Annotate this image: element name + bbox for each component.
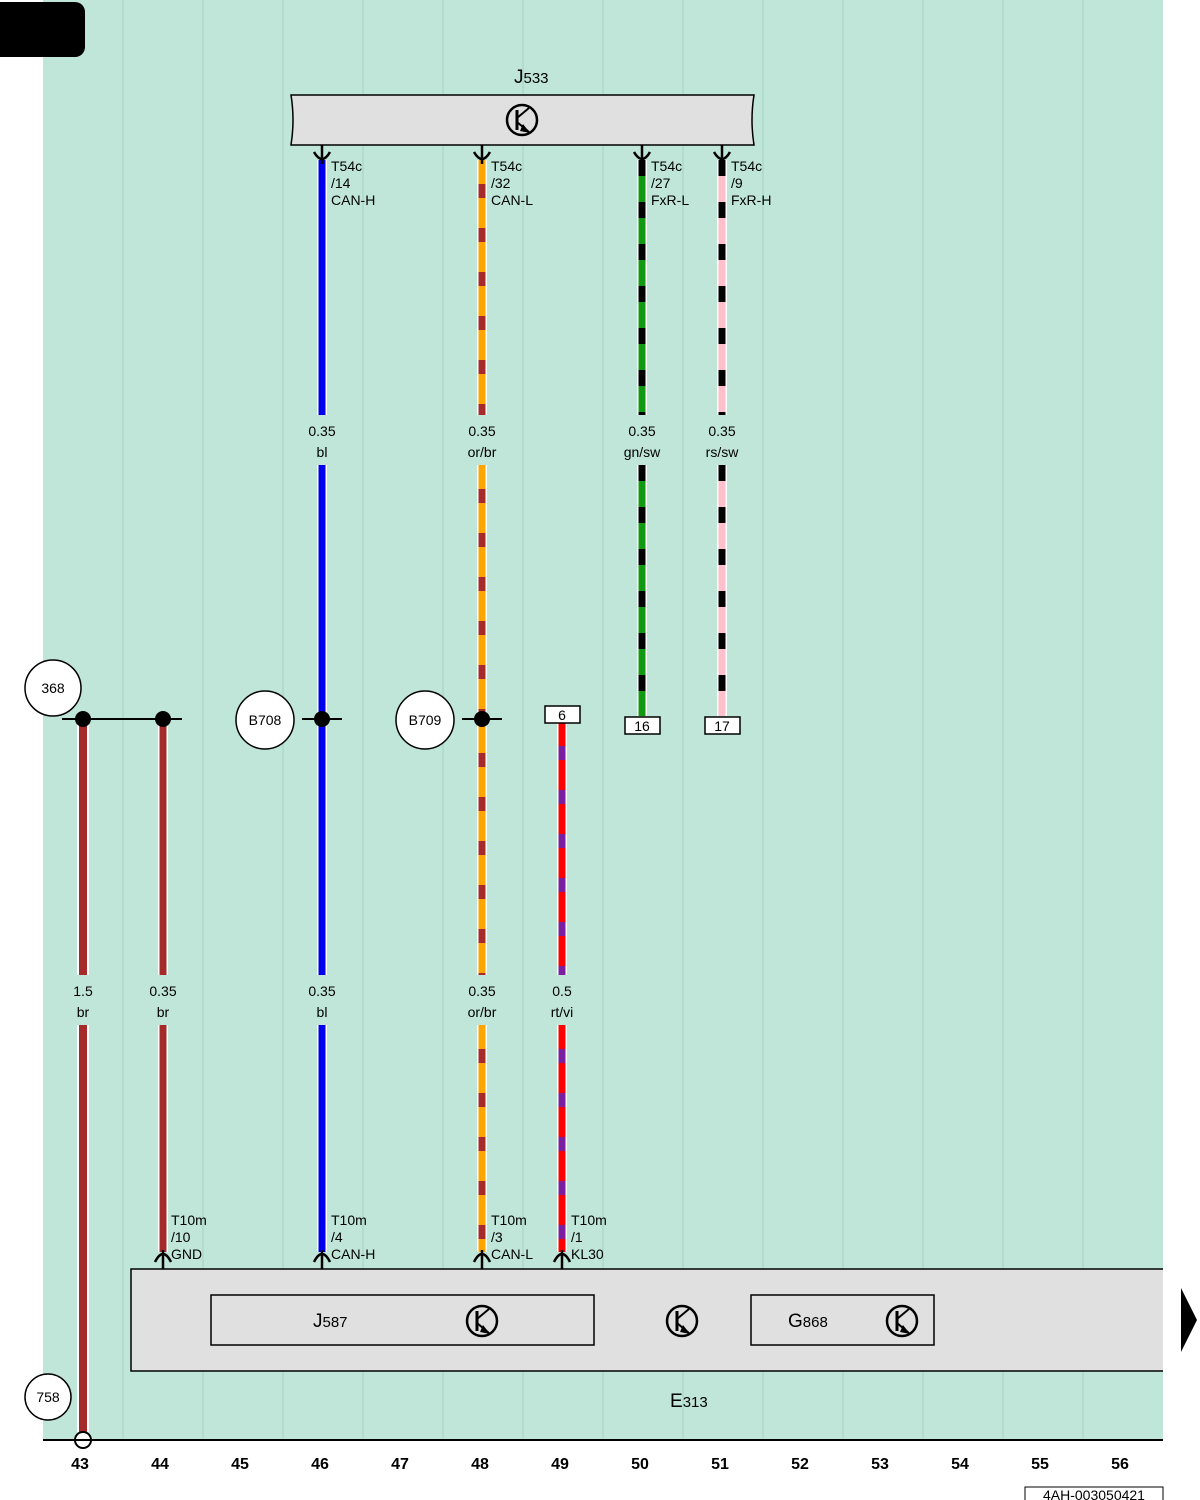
component-g868-label: G868 <box>788 1311 828 1332</box>
svg-text:B708: B708 <box>249 712 282 728</box>
junction-b708 <box>302 711 342 727</box>
svg-text:/27: /27 <box>651 175 671 191</box>
wire-label-size: 0.35 <box>468 423 495 439</box>
column-number: 53 <box>871 1456 889 1473</box>
svg-text:368: 368 <box>41 680 65 696</box>
top-pin-label-1: T54c /14 CAN-H <box>331 158 375 208</box>
wire-labels-upper: 0.35 bl 0.35 or/br 0.35 gn/sw 0.35 rs/sw <box>308 423 739 460</box>
bottom-pin-label-2: T10m /4 CAN-H <box>331 1212 375 1262</box>
wire-label-color: bl <box>317 1004 328 1020</box>
svg-text:6: 6 <box>558 707 566 723</box>
junction-b709 <box>462 711 502 727</box>
svg-text:/3: /3 <box>491 1229 503 1245</box>
wire-label-color: rt/vi <box>551 1004 574 1020</box>
wire-label-size: 0.35 <box>708 423 735 439</box>
svg-text:16: 16 <box>634 718 650 734</box>
bottom-pin-label-1: T10m /10 GND <box>171 1212 207 1262</box>
column-numbers: 43 44 45 46 47 48 49 50 51 52 53 54 55 5… <box>71 1456 1129 1473</box>
svg-text:/1: /1 <box>571 1229 583 1245</box>
svg-text:CAN-H: CAN-H <box>331 1246 375 1262</box>
wire-label-color: gn/sw <box>624 444 661 460</box>
document-id: 4AH-003050421 <box>1024 1486 1164 1500</box>
svg-text:T54c: T54c <box>331 158 362 174</box>
wire-label-color: or/br <box>468 444 497 460</box>
component-j533 <box>290 94 755 146</box>
top-pin-label-3: T54c /27 FxR-L <box>651 158 689 208</box>
wire-label-color: br <box>157 1004 170 1020</box>
column-number: 51 <box>711 1456 729 1473</box>
svg-text:T10m: T10m <box>331 1212 367 1228</box>
svg-text:KL30: KL30 <box>571 1246 604 1262</box>
column-number: 52 <box>791 1456 809 1473</box>
svg-text:T10m: T10m <box>571 1212 607 1228</box>
wire-label-size: 0.35 <box>308 423 335 439</box>
column-number: 43 <box>71 1456 89 1473</box>
ref-box-17: 17 <box>704 716 741 735</box>
svg-text:T54c: T54c <box>731 158 762 174</box>
column-number: 54 <box>951 1456 969 1473</box>
component-j533-label: J533 <box>514 67 549 88</box>
svg-text:/32: /32 <box>491 175 511 191</box>
wire-label-size: 0.35 <box>468 983 495 999</box>
bottom-pin-label-4: T10m /1 KL30 <box>571 1212 607 1262</box>
wire-label-size: 0.35 <box>628 423 655 439</box>
svg-text:FxR-L: FxR-L <box>651 192 689 208</box>
column-number: 44 <box>151 1456 169 1473</box>
ref-box-16: 16 <box>624 716 661 735</box>
column-number: 46 <box>311 1456 329 1473</box>
ref-circle-368: 368 <box>24 659 82 717</box>
wire-label-size: 0.5 <box>552 983 572 999</box>
svg-text:GND: GND <box>171 1246 202 1262</box>
svg-text:/14: /14 <box>331 175 351 191</box>
bottom-pin-symbols <box>153 1250 572 1269</box>
top-pin-label-4: T54c /9 FxR-H <box>731 158 771 208</box>
svg-text:CAN-L: CAN-L <box>491 1246 533 1262</box>
column-number: 49 <box>551 1456 569 1473</box>
component-j587-label: J587 <box>313 1311 348 1332</box>
component-j587 <box>210 1294 595 1346</box>
component-e313-label: E313 <box>670 1391 708 1412</box>
bottom-pin-label-3: T10m /3 CAN-L <box>491 1212 533 1262</box>
wire-label-size: 0.35 <box>149 983 176 999</box>
column-number: 45 <box>231 1456 249 1473</box>
column-number: 56 <box>1111 1456 1129 1473</box>
column-number: 47 <box>391 1456 409 1473</box>
wire-label-color: br <box>77 1004 90 1020</box>
column-number: 48 <box>471 1456 489 1473</box>
top-pin-label-2: T54c /32 CAN-L <box>491 158 533 208</box>
svg-text:T54c: T54c <box>651 158 682 174</box>
wire-label-color: bl <box>317 444 328 460</box>
svg-text:17: 17 <box>714 718 730 734</box>
svg-text:CAN-L: CAN-L <box>491 192 533 208</box>
svg-text:B709: B709 <box>409 712 442 728</box>
svg-text:/9: /9 <box>731 175 743 191</box>
svg-text:T10m: T10m <box>171 1212 207 1228</box>
ref-box-6: 6 <box>544 705 581 724</box>
wire-label-color: or/br <box>468 1004 497 1020</box>
junction-368-bus <box>62 711 182 727</box>
wire-labels-lower: 1.5 br 0.35 br 0.35 bl 0.35 or/br 0.5 rt… <box>73 983 573 1020</box>
wire-label-size: 1.5 <box>73 983 93 999</box>
svg-text:/4: /4 <box>331 1229 343 1245</box>
svg-text:/10: /10 <box>171 1229 191 1245</box>
wire-label-size: 0.35 <box>308 983 335 999</box>
ref-circle-758: 758 <box>24 1373 72 1421</box>
ref-circle-b709: B709 <box>395 690 455 750</box>
svg-text:CAN-H: CAN-H <box>331 192 375 208</box>
continuation-arrow-icon <box>1181 1288 1197 1352</box>
wire-label-color: rs/sw <box>706 444 740 460</box>
svg-text:758: 758 <box>36 1389 60 1405</box>
svg-text:4AH-003050421: 4AH-003050421 <box>1043 1487 1145 1500</box>
column-number: 55 <box>1031 1456 1049 1473</box>
svg-text:T54c: T54c <box>491 158 522 174</box>
svg-text:FxR-H: FxR-H <box>731 192 771 208</box>
ref-circle-b708: B708 <box>235 690 295 750</box>
component-g868 <box>750 1294 935 1346</box>
svg-text:T10m: T10m <box>491 1212 527 1228</box>
page-corner-tab <box>0 2 85 57</box>
top-pin-symbols <box>312 145 732 164</box>
column-number: 50 <box>631 1456 649 1473</box>
